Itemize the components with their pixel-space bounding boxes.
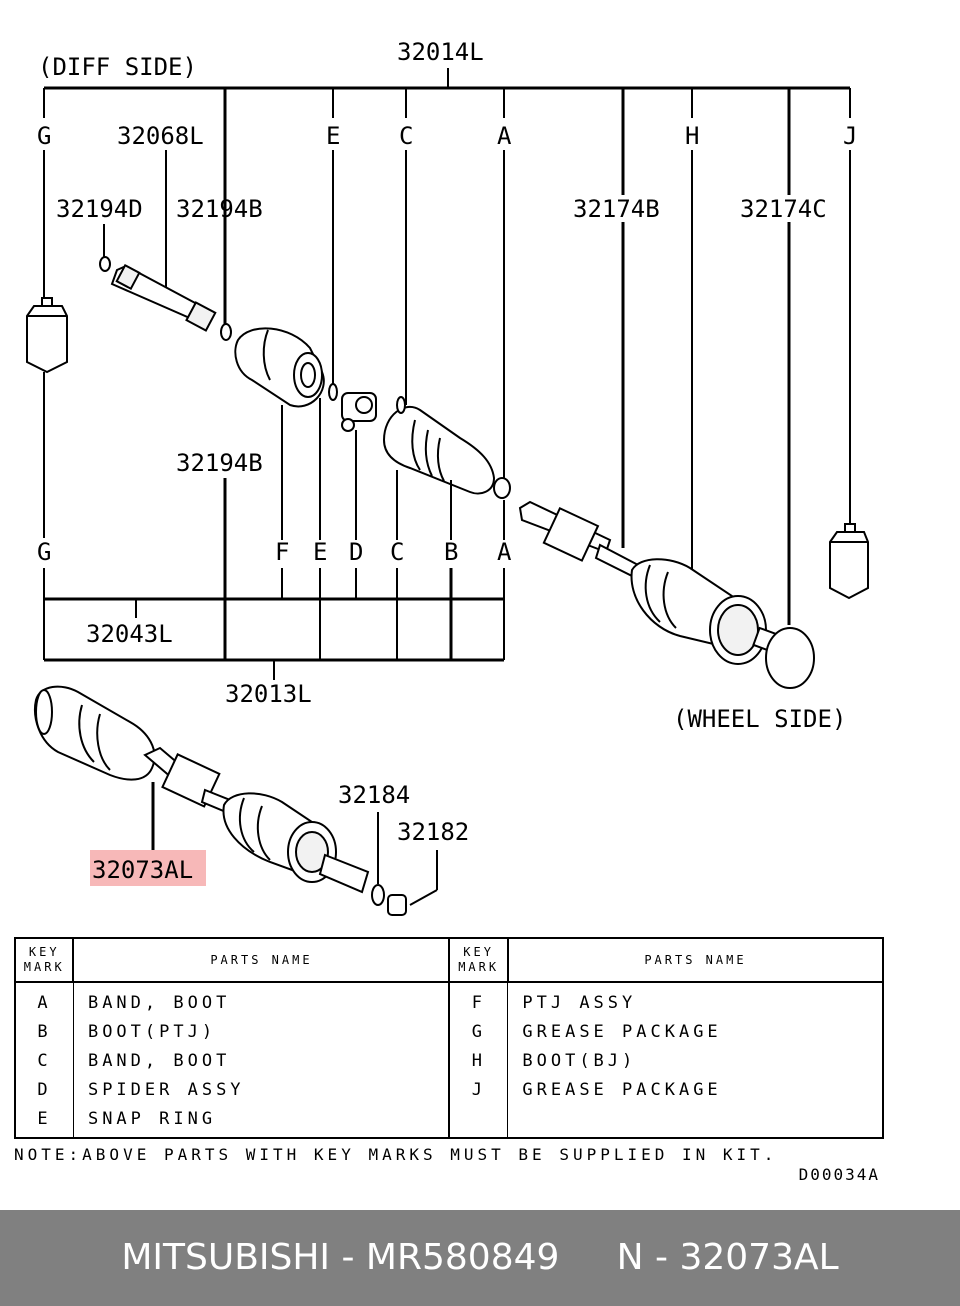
kit-note: NOTE:ABOVE PARTS WITH KEY MARKS MUST BE … <box>14 1145 778 1164</box>
key-mark-cell: G <box>449 1017 509 1046</box>
callout-32194B-mid[interactable]: 32194B <box>176 449 263 477</box>
ptj-housing-icon <box>234 327 325 408</box>
part-name-cell: GREASE PACKAGE <box>522 1079 722 1100</box>
key-mark-cell: A <box>15 982 74 1017</box>
ptj-boot-icon <box>382 396 511 499</box>
washer-icon <box>371 884 385 906</box>
diff-side-label: (DIFF SIDE) <box>38 53 197 81</box>
bj-boot-icon <box>630 558 815 689</box>
callout-32013L[interactable]: 32013L <box>225 680 312 708</box>
part-name-cell: SNAP RING <box>73 1104 451 1138</box>
key-letter-h-top: H <box>685 122 699 150</box>
key-mark-cell <box>449 1104 509 1138</box>
key-letter-c-bottom: C <box>390 538 404 566</box>
key-letter-a-top: A <box>497 122 512 150</box>
part-name-cell: SPIDER ASSY <box>73 1075 451 1104</box>
key-letter-f-bottom: F <box>275 538 289 566</box>
callout-32184[interactable]: 32184 <box>338 781 410 809</box>
key-mark-cell: B <box>15 1017 74 1046</box>
callout-32182[interactable]: 32182 <box>397 818 469 846</box>
exploded-parts-diagram: (DIFF SIDE) (WHEEL SIDE) 32014L G E C A … <box>26 38 869 916</box>
part-name-cell <box>508 1104 883 1138</box>
spider-assy-icon <box>341 392 377 432</box>
key-letter-g-top: G <box>37 122 51 150</box>
callout-32174B[interactable]: 32174B <box>573 195 660 223</box>
header-key-mark-left: KEY MARK <box>13 937 75 983</box>
key-letter-b-bottom: B <box>444 538 458 566</box>
header-key-label: KEY <box>463 945 494 959</box>
header-key-mark-right: KEY MARK <box>448 937 509 983</box>
key-mark-cell: E <box>15 1104 74 1138</box>
key-letter-c-top: C <box>399 122 413 150</box>
key-letter-j-top: J <box>843 122 857 150</box>
callout-32068L[interactable]: 32068L <box>117 122 204 150</box>
leader-32182-elbow <box>409 889 438 906</box>
key-mark-cell: H <box>449 1046 509 1075</box>
key-letter-e-bottom: E <box>313 538 327 566</box>
header-key-label: KEY <box>28 945 60 959</box>
grease-package-left-icon <box>26 297 68 374</box>
key-mark-cell: F <box>449 982 509 1017</box>
callout-32014L[interactable]: 32014L <box>397 38 484 66</box>
table-row: E SNAP RING <box>15 1104 883 1138</box>
header-mark-label: MARK <box>23 960 65 974</box>
key-letter-a-bottom: A <box>497 538 512 566</box>
part-name-cell: BAND, BOOT <box>73 1046 451 1075</box>
table-row: A BAND, BOOT F PTJ ASSY <box>15 982 883 1017</box>
callout-32194D[interactable]: 32194D <box>56 195 143 223</box>
part-name-cell: BOOT(BJ) <box>522 1050 637 1071</box>
key-letter-d-bottom: D <box>349 538 363 566</box>
header-parts-name-right: PARTS NAME <box>506 937 885 983</box>
callout-32194B-top[interactable]: 32194B <box>176 195 263 223</box>
drawing-code: D00034A <box>798 1165 880 1184</box>
key-mark-cell: C <box>15 1046 74 1075</box>
table-header-row: KEY MARK PARTS NAME KEY MARK PARTS NAME <box>13 937 885 983</box>
nut-icon <box>387 894 407 916</box>
callout-32043L[interactable]: 32043L <box>86 620 173 648</box>
drive-shaft-assembly-icon <box>34 685 370 894</box>
header-parts-name-left: PARTS NAME <box>72 937 451 983</box>
header-mark-label: MARK <box>458 960 500 974</box>
part-name-cell: BOOT(PTJ) <box>73 1017 451 1046</box>
callout-32174C[interactable]: 32174C <box>740 195 827 223</box>
key-mark-table: KEY MARK PARTS NAME KEY MARK PARTS NAME … <box>13 937 885 1139</box>
key-mark-cell: J <box>449 1075 509 1104</box>
table-row: C BAND, BOOT H BOOT(BJ) <box>15 1046 883 1075</box>
footer-bar: MITSUBISHI - MR580849 N - 32073AL <box>0 1210 960 1306</box>
inner-shaft-icon <box>99 256 232 341</box>
key-letter-g-bottom: G <box>37 538 51 566</box>
snap-ring-icon <box>328 383 338 401</box>
wheel-side-label: (WHEEL SIDE) <box>673 705 846 733</box>
table-row: B BOOT(PTJ) G GREASE PACKAGE <box>15 1017 883 1046</box>
key-letter-e-top: E <box>326 122 340 150</box>
grease-package-right-icon <box>829 523 869 600</box>
footer-part-number: MITSUBISHI - MR580849 N - 32073AL <box>121 1237 839 1278</box>
part-name-cell: PTJ ASSY <box>522 992 637 1013</box>
table-row: D SPIDER ASSY J GREASE PACKAGE <box>15 1075 883 1104</box>
key-mark-cell: D <box>15 1075 74 1104</box>
callout-32073AL[interactable]: 32073AL <box>92 856 193 884</box>
part-name-cell: GREASE PACKAGE <box>522 1021 722 1042</box>
highlight-32073AL <box>90 850 206 886</box>
part-name-cell: BAND, BOOT <box>73 982 451 1017</box>
